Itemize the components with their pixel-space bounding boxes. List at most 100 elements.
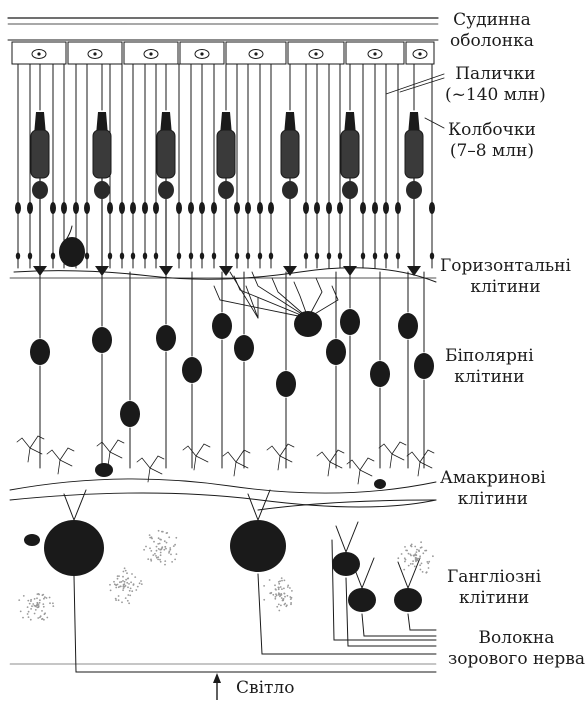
rod-nucleus [326,202,332,214]
ganglion-dendrite [248,490,270,520]
stippled-cell-dot [404,557,406,559]
stippled-cell-dot [413,555,415,557]
stippled-cell-dot [149,547,151,549]
stippled-cell-dot [175,537,177,539]
stippled-cell-dot [28,611,30,613]
cone-nucleus [32,181,48,199]
rod-spherule [384,253,388,260]
horizontal-cell [59,237,85,267]
stippled-cell-dot [44,613,46,615]
stippled-cell-dot [139,582,141,584]
stippled-cell-dot [41,610,43,612]
stippled-cell-dot [43,598,45,600]
stippled-cell-dot [122,576,124,578]
stippled-cell-dot [417,558,419,560]
stippled-cell-dot [408,565,410,567]
cone-nucleus [406,181,422,199]
stippled-cell-dot [42,603,44,605]
stippled-cell-dot [115,584,117,586]
stippled-cell-dot [30,600,32,602]
rod-spherule [143,253,147,260]
amacrine-branch [347,458,374,484]
label-amacrine-cells: Амакриновіклітини [440,468,546,510]
stippled-cell-dot [124,567,126,569]
stippled-cell-dot [284,604,286,606]
stippled-cell-dot [143,549,145,551]
rod-nucleus [383,202,389,214]
cone-inner-segment [405,130,423,178]
stippled-cell-dot [419,564,421,566]
rod-spherule [51,253,55,260]
stippled-cell-dot [281,588,283,590]
stippled-cell-dot [291,590,293,592]
cone-nucleus [342,181,358,199]
ganglion-dendrite [398,558,420,588]
stippled-cell-dot [118,599,120,601]
stippled-cell-dot [121,581,123,583]
stippled-cell-dot [124,583,126,585]
rod-spherule [212,253,216,260]
stippled-cell-dot [283,588,285,590]
amacrine-branch [183,444,210,470]
bipolar-cell [234,335,254,361]
rod-nucleus [27,202,33,214]
cone-pedicle [159,266,173,276]
stippled-cell-dot [276,606,278,608]
stippled-cell-dot [156,557,158,559]
rod-spherule [108,253,112,260]
rod-spherule [315,253,319,260]
stippled-cell-dot [427,563,429,565]
rod-nucleus [372,202,378,214]
stippled-cell-dot [287,586,289,588]
stippled-cell-dot [279,595,281,597]
pigment-nucleus-dot [373,52,376,55]
inner-plexiform-line [10,493,436,507]
stippled-cell-dot [426,561,428,563]
stippled-cell-dot [275,589,277,591]
rod-nucleus [107,202,113,214]
label-horizontal-cells: Горизонтальніклітини [440,256,571,298]
stippled-cell-dot [412,563,414,565]
stippled-cell-dot [125,597,127,599]
stippled-cell-dot [263,599,265,601]
stippled-cell-dot [23,595,25,597]
stippled-cell-dot [27,613,29,615]
cone-inner-segment [341,130,359,178]
rods-pointer [386,74,444,94]
amacrine-branch [223,450,250,476]
cone-nucleus [218,181,234,199]
stippled-cell-dot [37,593,39,595]
bipolar-cell [182,357,202,383]
stippled-cell-dot [46,597,48,599]
stippled-cell-dot [118,586,120,588]
stippled-cell-dot [420,547,422,549]
stippled-cell-dot [41,618,43,620]
stippled-cell-dot [49,602,51,604]
bipolar-cell [30,339,50,365]
bipolar-cell [156,325,176,351]
pigment-nucleus-dot [200,52,203,55]
stippled-cell-dot [414,566,416,568]
rod-nucleus [50,202,56,214]
stippled-cell-dot [278,583,280,585]
stippled-cell-dot [166,532,168,534]
rod-spherule [200,253,204,260]
stippled-cell-dot [428,567,430,569]
stippled-cell-dot [284,580,286,582]
amacrine-branch [407,450,434,476]
stippled-cell-dot [158,530,160,532]
stippled-cell-dot [150,550,152,552]
stippled-cell-dot [52,602,54,604]
stippled-cell-dot [145,546,147,548]
stippled-cell-dot [131,590,133,592]
amacrine-branch [317,450,344,476]
stippled-cell-dot [37,617,39,619]
stippled-cell-dot [274,598,276,600]
stippled-cell-dot [149,534,151,536]
rod-spherule [16,253,20,260]
stippled-cell-dot [130,581,132,583]
stippled-cell-dot [154,553,156,555]
stippled-cell-dot [127,600,129,602]
stippled-cell-dot [426,571,428,573]
stippled-cell-dot [117,578,119,580]
